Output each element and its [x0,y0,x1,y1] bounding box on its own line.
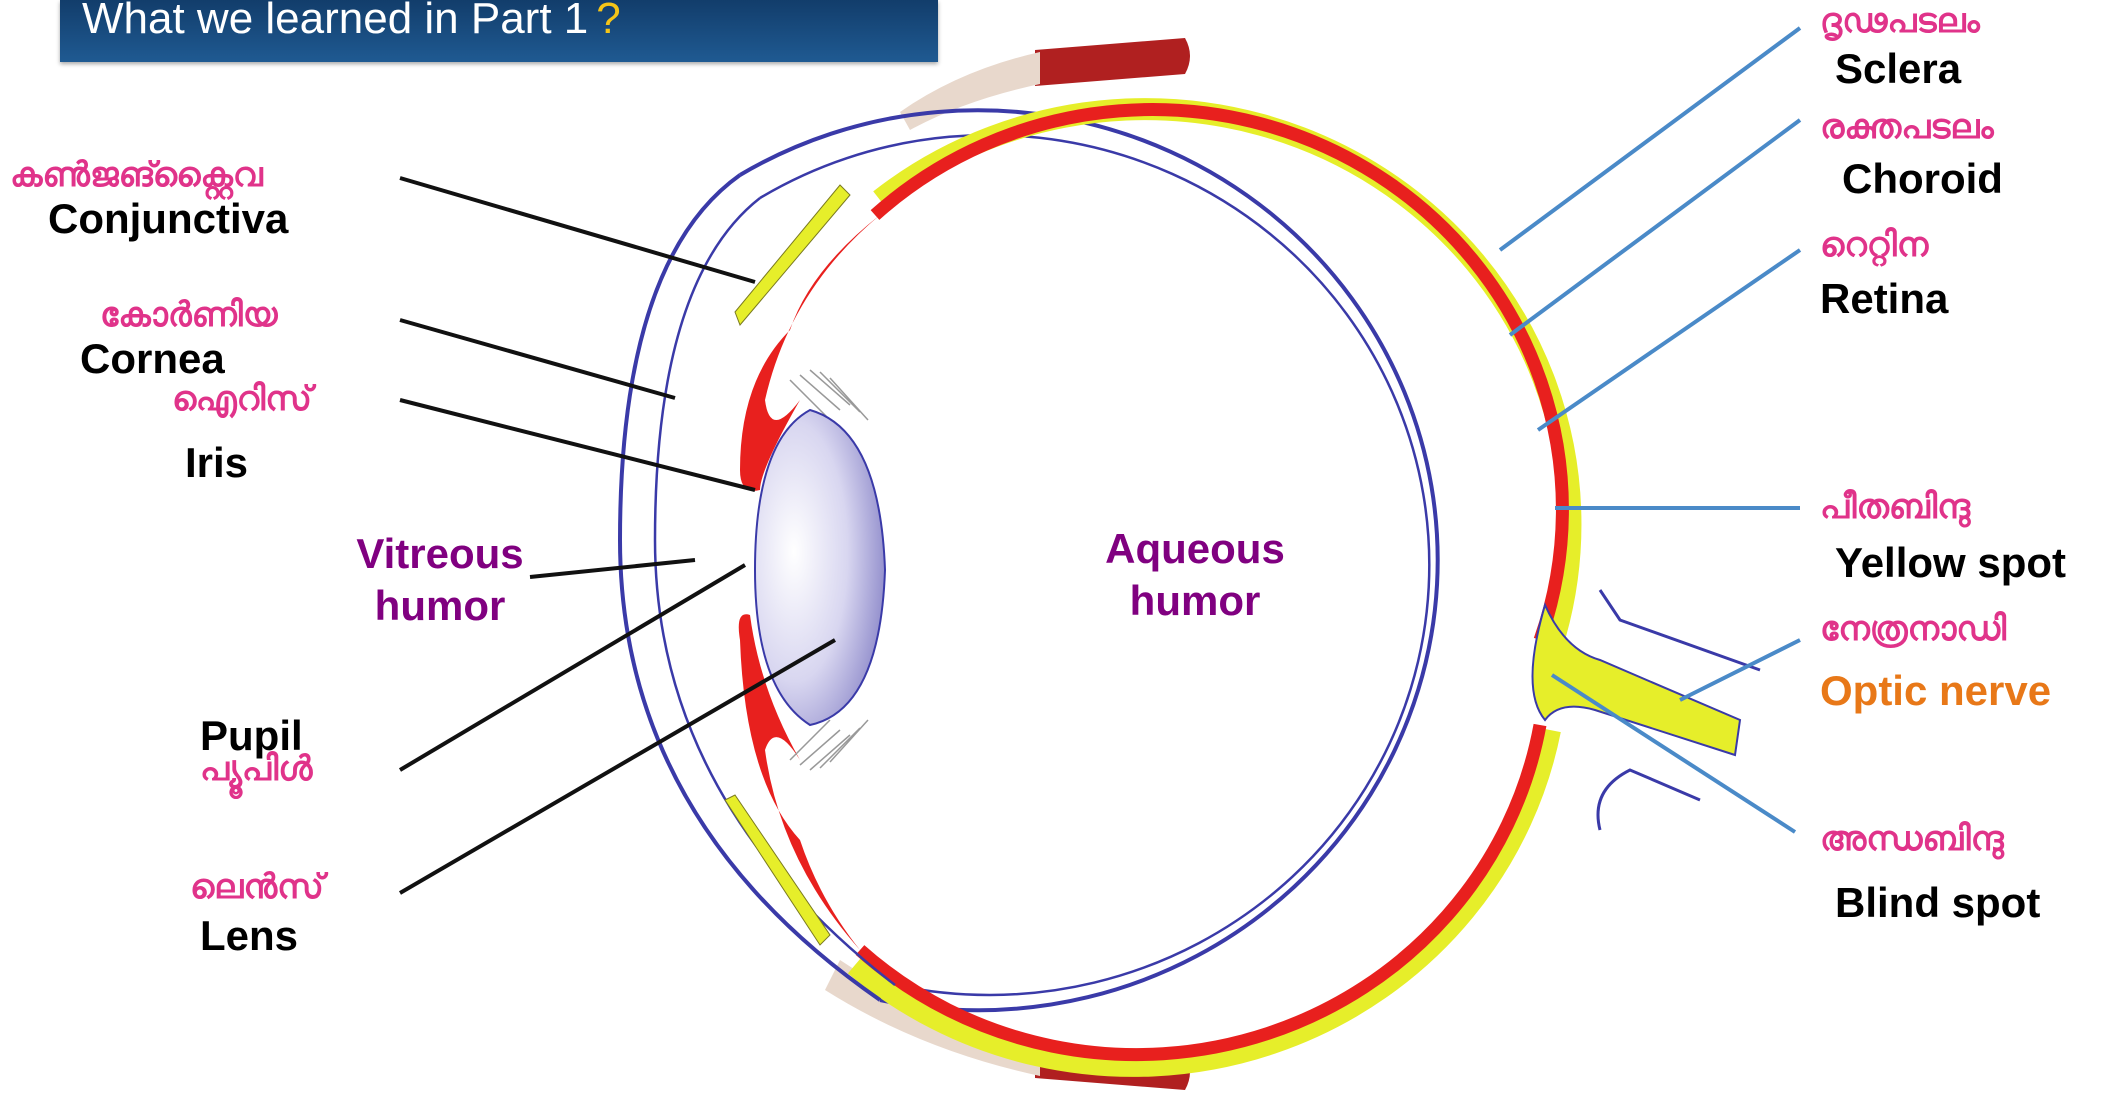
label-blind-spot: Blind spot [1835,882,2040,924]
label-aqueous-line2: humor [1090,580,1300,622]
title-banner: What we learned in Part 1? [60,0,938,62]
leader-choroid [1510,120,1800,335]
label-sclera: Sclera [1835,48,1961,90]
leader-retina [1538,250,1800,430]
label-aqueous-line1: Aqueous [1090,528,1300,570]
page-title: What we learned in Part 1? [82,0,621,44]
label-vitreous-line1: Vitreous [340,533,540,575]
label-lens: Lens [200,915,298,957]
leader-cornea [400,320,675,398]
label-pupil-ml: പ്യൂപിൾ [200,752,312,786]
suspensory-ligament-upper [790,370,868,420]
label-iris-ml: ഐറിസ് [172,382,312,416]
label-vitreous-line2: humor [340,585,540,627]
label-yellow-spot-ml: പീതബിന്ദു [1820,490,1970,524]
choroid-layer-lower [860,725,1540,1055]
label-optic-nerve-ml: നേത്രനാഡി [1820,612,2006,646]
leader-iris [400,400,755,490]
title-text: What we learned in Part 1 [82,0,588,43]
label-choroid: Choroid [1842,158,2003,200]
label-optic-nerve: Optic nerve [1820,670,2051,712]
label-yellow-spot: Yellow spot [1835,542,2066,584]
label-cornea-ml: കോർണിയ [100,298,277,332]
label-sclera-ml: ദൃഢപടലം [1820,4,1980,38]
leader-conjunctiva [400,178,755,282]
label-conjunctiva: Conjunctiva [48,198,288,240]
muscle-top [1035,38,1190,86]
label-aqueous-humor: Aqueous humor [1090,528,1300,622]
title-question-mark: ? [596,0,620,43]
label-vitreous-humor: Vitreous humor [340,533,540,627]
label-retina: Retina [1820,278,1948,320]
lens-shape [755,410,885,725]
label-conjunctiva-ml: കൺജങ്ക്റ്റൈവ [10,158,263,192]
leader-vitreous [530,560,695,577]
leader-sclera [1500,28,1800,250]
label-lens-ml: ലെൻസ് [190,870,324,904]
label-iris: Iris [185,442,248,484]
label-cornea: Cornea [80,338,225,380]
conjunctiva-layer-lower [725,795,830,945]
suspensory-ligament-lower [790,720,868,770]
label-blind-spot-ml: അന്ധബിന്ദു [1820,822,2004,856]
label-retina-ml: റെറ്റിന [1820,228,1928,262]
label-choroid-ml: രക്തപടലം [1820,110,1994,144]
